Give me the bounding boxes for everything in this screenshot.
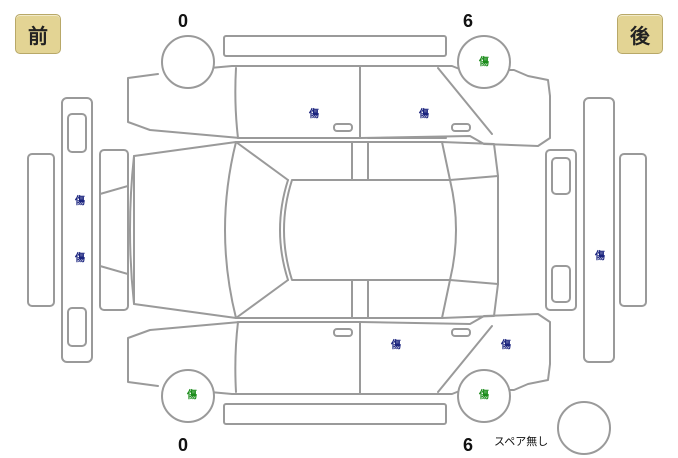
rear-left-tire (457, 35, 511, 89)
roof-panel (283, 179, 457, 281)
front-right-headlight (67, 307, 87, 347)
tire-depth-front-right: 0 (178, 435, 189, 455)
rear-label: 後 (617, 14, 663, 54)
rear-right-tire (457, 369, 511, 423)
left-rear-door-handle (451, 123, 471, 132)
tire-depth-rear-left: 6 (463, 11, 474, 31)
front-bumper (27, 153, 55, 307)
rear-left-taillight (551, 157, 571, 195)
damage-mark-rear-right-tire[interactable]: 傷 (479, 390, 489, 401)
damage-mark-front-bumper-lower[interactable]: 傷 (75, 253, 85, 264)
damage-mark-front-bumper-upper[interactable]: 傷 (75, 196, 85, 207)
spare-tire-label: スペア無し (494, 435, 549, 448)
front-label: 前 (15, 14, 61, 54)
front-bumper-frame (61, 97, 93, 363)
front-grille (99, 149, 129, 311)
damage-mark-right-front-door[interactable]: 傷 (391, 340, 401, 351)
front-left-tire (161, 35, 215, 89)
tire-depth-front-left: 0 (178, 11, 189, 31)
damage-mark-front-right-tire[interactable]: 傷 (187, 390, 197, 401)
damage-mark-rear-bumper[interactable]: 傷 (595, 251, 605, 262)
damage-mark-right-rear-fender[interactable]: 傷 (501, 340, 511, 351)
top-view-body (133, 141, 499, 319)
right-front-door-handle (333, 328, 353, 337)
roof-rail-left (223, 35, 447, 57)
roof-rail-right (223, 403, 447, 425)
left-front-door-handle (333, 123, 353, 132)
front-left-headlight (67, 113, 87, 153)
right-rear-door-handle (451, 328, 471, 337)
damage-mark-left-rear-door[interactable]: 傷 (419, 109, 429, 120)
front-right-tire (161, 369, 215, 423)
rear-bumper (619, 153, 647, 307)
spare-tire (557, 401, 611, 455)
damage-mark-rear-left-tire[interactable]: 傷 (479, 57, 489, 68)
tire-depth-rear-right: 6 (463, 435, 474, 455)
rear-bumper-frame (583, 97, 615, 363)
rear-right-taillight (551, 265, 571, 303)
damage-mark-left-front-door[interactable]: 傷 (309, 109, 319, 120)
